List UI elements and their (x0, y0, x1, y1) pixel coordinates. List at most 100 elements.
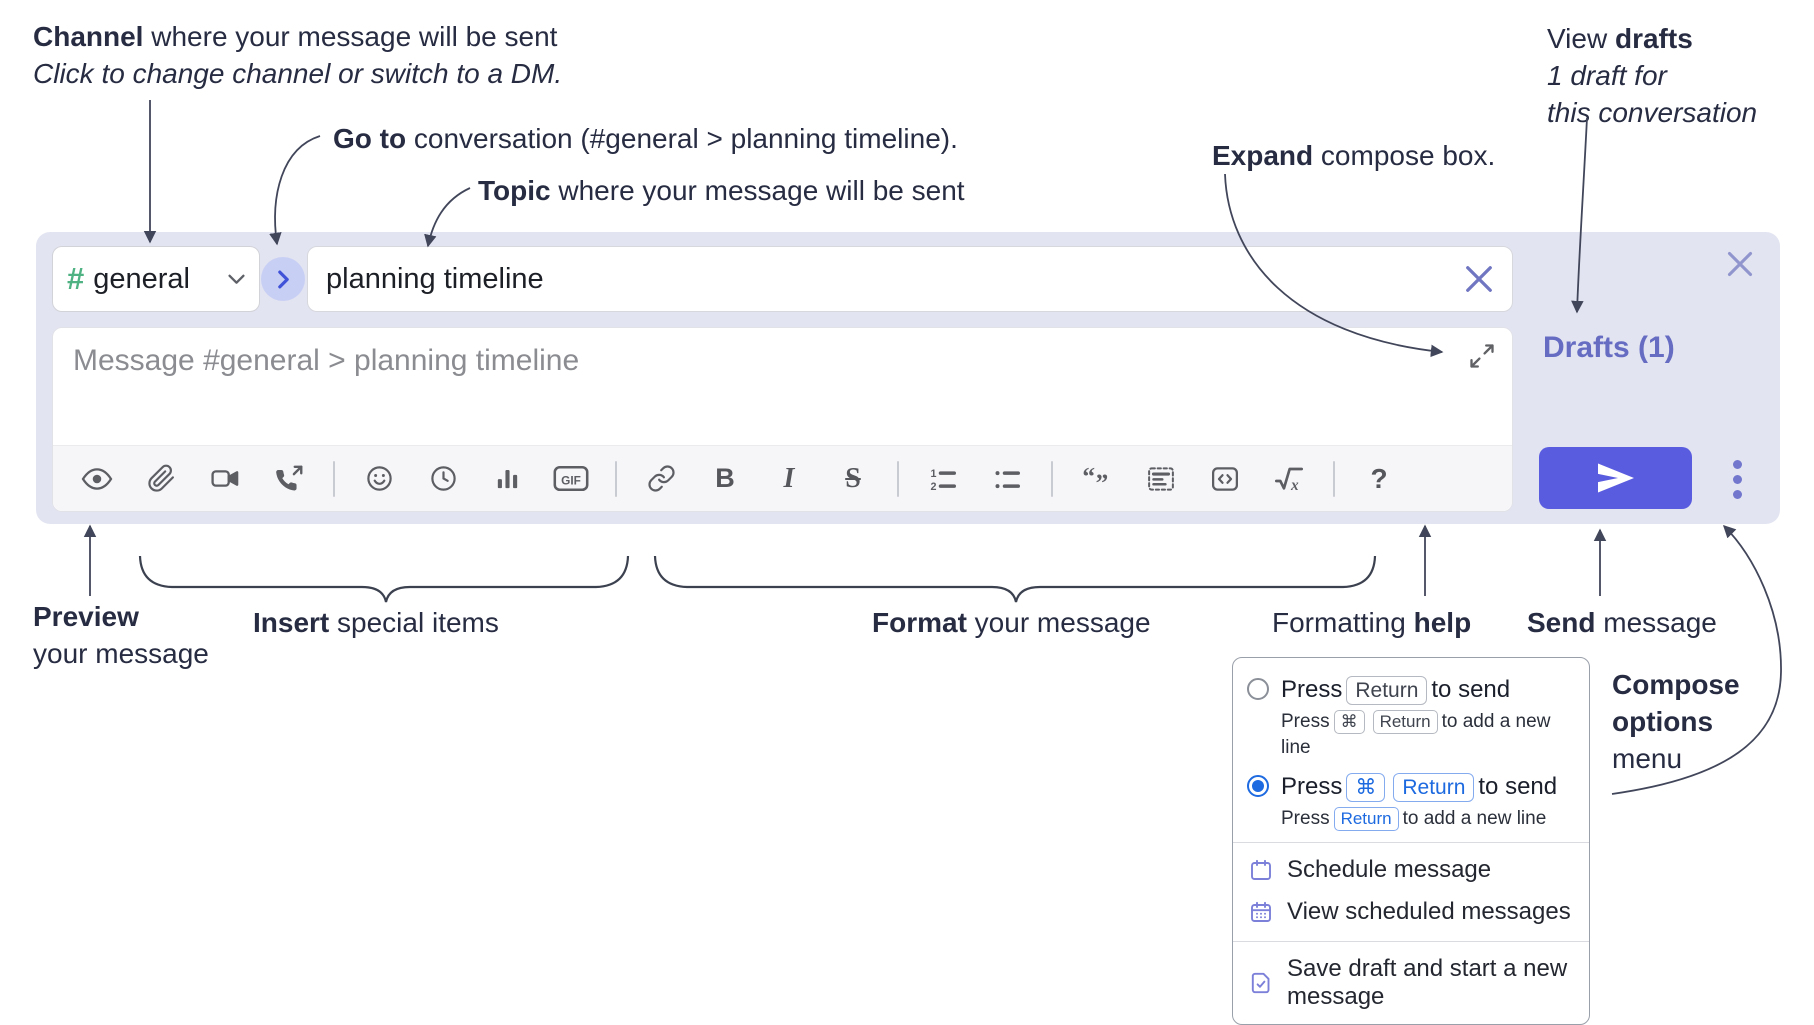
code-block-icon (1148, 466, 1174, 491)
preview-button[interactable] (73, 455, 121, 503)
formula-button[interactable]: x (1265, 455, 1313, 503)
smiley-icon (366, 466, 392, 491)
annotation-insert: Insert special items (253, 607, 499, 638)
bulleted-list-button[interactable] (983, 455, 1031, 503)
toolbar-divider (1333, 460, 1335, 497)
channel-hash-icon: # (67, 261, 85, 296)
menu-item-view-scheduled[interactable]: View scheduled messages (1233, 891, 1589, 933)
code-block-button[interactable] (1137, 455, 1185, 503)
channel-selector[interactable]: # general (52, 246, 260, 312)
topic-input[interactable]: planning timeline (307, 246, 1513, 312)
gif-button[interactable]: GIF (547, 455, 595, 503)
send-button[interactable] (1539, 447, 1692, 509)
message-box[interactable]: Message #general > planning timeline (52, 327, 1513, 512)
svg-text:2: 2 (931, 481, 937, 493)
ordered-list-icon: 1 2 (931, 468, 956, 493)
paperclip-icon (147, 464, 174, 492)
poll-button[interactable] (483, 455, 531, 503)
formula-sqrt-icon: x (1275, 467, 1303, 494)
topic-value: planning timeline (326, 262, 544, 295)
draft-check-icon (1251, 972, 1270, 994)
ordered-list-button[interactable]: 1 2 (919, 455, 967, 503)
svg-text:1: 1 (931, 468, 937, 480)
schedule-clock-button[interactable] (419, 455, 467, 503)
calendar-grid-icon (1251, 901, 1271, 922)
bold-icon: B (715, 463, 735, 493)
annotation-goto: Go to conversation (#general > planning … (333, 123, 958, 154)
clock-icon (430, 466, 456, 491)
svg-text:“: “ (1082, 463, 1095, 490)
annotation-compose-options: Compose options menu (1612, 669, 1740, 774)
inline-code-button[interactable] (1201, 455, 1249, 503)
annotation-channel-bold: Channel (33, 21, 144, 52)
code-icon (1212, 466, 1238, 491)
annotation-format: Format your message (872, 607, 1151, 638)
compose-options-button[interactable] (1715, 449, 1759, 509)
italic-button[interactable]: I (765, 455, 813, 503)
line-goto (269, 135, 321, 246)
annotation-topic: Topic where your message will be sent (478, 175, 965, 206)
strikethrough-button[interactable]: S (829, 455, 877, 503)
svg-text:GIF: GIF (561, 474, 581, 488)
bar-chart-icon (497, 470, 517, 489)
calendar-icon (1251, 859, 1271, 880)
channel-name: general (93, 262, 190, 295)
svg-text:x: x (1290, 477, 1299, 494)
radio-unselected-icon[interactable] (1247, 678, 1269, 700)
drafts-link[interactable]: Drafts (1) (1543, 331, 1675, 364)
return-keycap: Return (1346, 676, 1428, 706)
annotation-expand: Expand compose box. (1212, 140, 1496, 171)
bold-button[interactable]: B (701, 455, 749, 503)
menu-item-schedule-message[interactable]: Schedule message (1233, 849, 1589, 891)
message-placeholder: Message #general > planning timeline (73, 344, 580, 377)
expand-arrows-icon (1470, 344, 1494, 368)
link-button[interactable] (637, 455, 685, 503)
cmd-keycap: ⌘ (1333, 710, 1365, 735)
question-mark-icon: ? (1370, 462, 1388, 494)
clear-topic-icon[interactable] (1464, 264, 1494, 294)
return-keycap: Return (1393, 773, 1475, 803)
italic-icon: I (783, 462, 795, 494)
annotation-send: Send message (1527, 607, 1717, 638)
svg-text:”: ” (1096, 469, 1109, 495)
brace-insert (138, 555, 630, 603)
close-compose-button[interactable] (1722, 246, 1758, 285)
goto-conversation-button[interactable] (261, 257, 305, 301)
dot-icon (1732, 474, 1742, 484)
expand-compose-icon[interactable] (1466, 340, 1498, 375)
formatting-help-button[interactable]: ? (1355, 455, 1403, 503)
dot-icon (1732, 459, 1742, 469)
blockquote-icon: “ ” (1082, 463, 1109, 495)
annotation-channel-sub: Click to change channel or switch to a D… (33, 58, 563, 89)
dot-icon (1732, 489, 1742, 499)
audio-clip-button[interactable] (265, 455, 313, 503)
strikethrough-icon: S (845, 462, 861, 494)
annotation-preview: Preview your message (33, 601, 209, 669)
phone-outgoing-icon (276, 465, 303, 490)
annotation-channel: Channel where your message will be sent … (33, 18, 562, 92)
brace-format (653, 555, 1377, 603)
bulleted-list-icon (995, 470, 1020, 488)
send-icon (1597, 463, 1634, 493)
emoji-button[interactable] (355, 455, 403, 503)
return-keycap: Return (1372, 710, 1438, 735)
radio-selected-icon[interactable] (1247, 775, 1269, 797)
menu-item-save-draft[interactable]: Save draft and start a new message (1233, 948, 1589, 1018)
chevron-down-icon (228, 274, 245, 284)
annotation-formatting-help: Formatting help (1272, 607, 1472, 638)
attach-file-button[interactable] (137, 455, 185, 503)
toolbar-divider (897, 460, 899, 497)
eye-icon (81, 467, 113, 490)
close-icon (1727, 251, 1753, 277)
menu-divider (1233, 941, 1589, 942)
blockquote-button[interactable]: “ ” (1073, 455, 1121, 503)
cmd-keycap: ⌘ (1346, 773, 1386, 803)
video-clip-button[interactable] (201, 455, 249, 503)
gif-icon: GIF (553, 465, 589, 492)
chevron-right-icon (277, 270, 289, 288)
compose-toolbar: GIF B I S 1 2 (53, 445, 1512, 511)
toolbar-divider (333, 460, 335, 497)
